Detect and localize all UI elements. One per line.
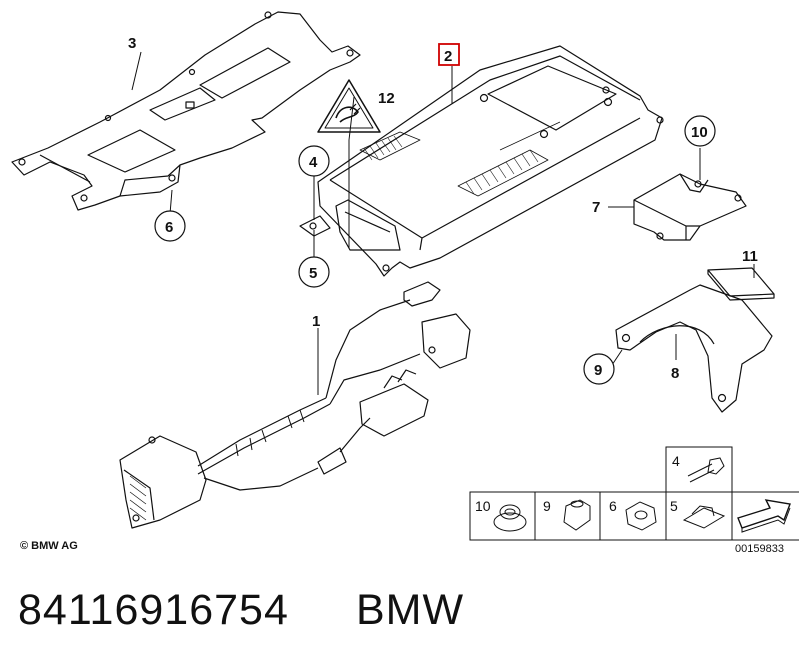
callouts: 3 2 12 4 6 5 10 7 11 1 9 8 <box>128 35 758 385</box>
expanding-nut-icon <box>563 499 591 531</box>
manufacturer-name: BMW <box>356 586 465 634</box>
callout-5: 5 <box>309 265 317 282</box>
bracket-part-3 <box>11 11 361 211</box>
callout-6: 6 <box>165 219 173 236</box>
callout-1: 1 <box>312 313 320 330</box>
callout-10: 10 <box>691 124 708 141</box>
callout-4: 4 <box>309 154 318 171</box>
hardware-label-6: 6 <box>609 498 617 514</box>
hardware-table <box>469 446 799 541</box>
hardware-labels: 4 10 9 6 5 <box>475 453 680 514</box>
part-number: 84116916754 <box>18 586 289 634</box>
diagram-code: 00159833 <box>735 543 784 555</box>
callout-12: 12 <box>378 90 395 107</box>
clip-nut-icon <box>682 505 726 529</box>
callout-3: 3 <box>128 35 136 52</box>
control-module-part-2 <box>299 45 664 277</box>
copyright-notice: © BMW AG <box>20 540 78 552</box>
callout-8: 8 <box>671 365 679 382</box>
bolt-icon <box>687 457 725 483</box>
callout-11: 11 <box>742 248 758 265</box>
hardware-label-5: 5 <box>670 498 678 514</box>
callout-2: 2 <box>444 48 452 65</box>
leader-lines <box>131 51 755 395</box>
collar-nut-icon <box>493 504 527 532</box>
wiring-harness-part-1 <box>119 281 471 529</box>
hardware-label-9: 9 <box>543 498 551 514</box>
highlighted-callout-box <box>438 43 460 66</box>
pad-part-11 <box>707 267 775 301</box>
hardware-label-4: 4 <box>672 453 680 469</box>
hardware-label-10: 10 <box>475 498 491 514</box>
callout-7: 7 <box>592 199 600 216</box>
module-part-7 <box>633 173 747 241</box>
direction-arrow-icon <box>737 499 791 533</box>
warning-label-part-12 <box>317 79 381 133</box>
hex-nut-icon <box>625 501 657 531</box>
callout-9: 9 <box>594 362 602 379</box>
holder-part-8 <box>615 284 773 413</box>
